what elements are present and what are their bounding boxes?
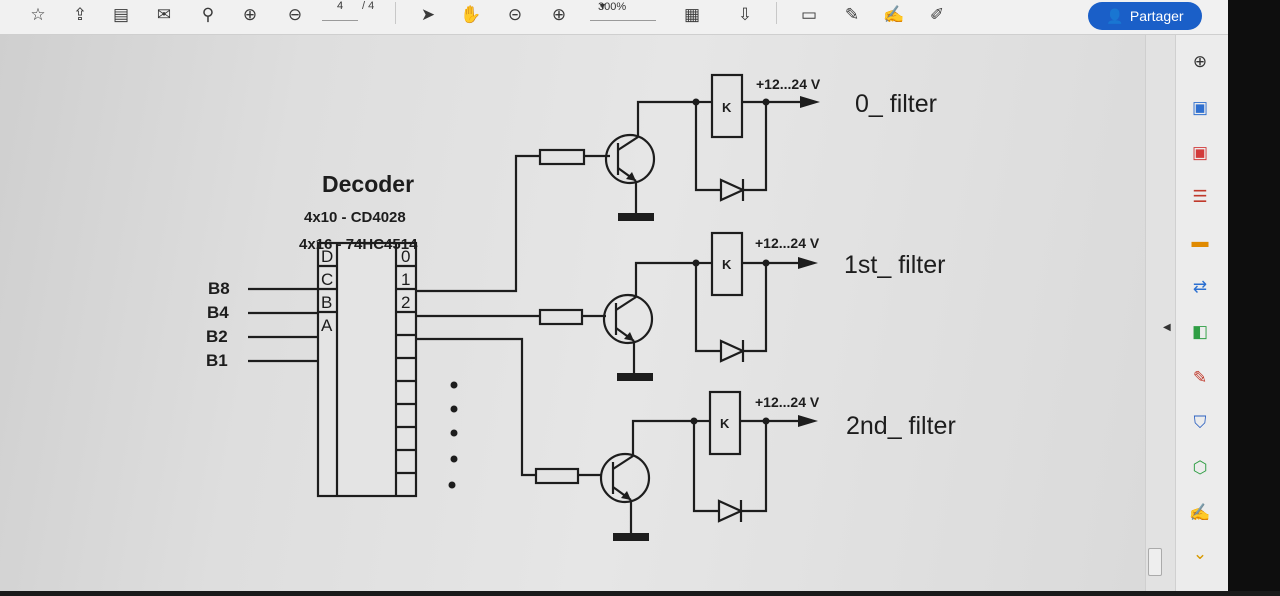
supply-label-0: +12...24 V [756,76,821,92]
supply-label-2: +12...24 V [755,394,820,410]
input-label-b4: B4 [207,303,229,322]
comment-icon[interactable]: ▭ [800,4,818,24]
pin-b: B [321,293,332,312]
optimize-icon[interactable]: ⬡ [1192,457,1208,477]
zoom-in-icon[interactable]: ⊕ [551,4,567,24]
select-cursor-icon[interactable]: ➤ [420,4,436,24]
decoder-line1: 4x10 - CD4028 [304,209,406,226]
relay-coil-1 [710,231,744,297]
transistor-0 [604,133,656,185]
diode-0 [719,178,746,202]
star-icon[interactable]: ☆ [30,4,46,24]
signature-icon[interactable]: ✍ [883,4,905,24]
filter-label-1: 1st_ filter [844,251,945,279]
relay-coil-0 [710,73,744,139]
fit-page-icon[interactable]: ▦ [683,4,701,24]
fill-sign-icon[interactable]: ✐ [929,4,945,24]
page-total: / 4 [362,0,375,12]
scrollbar-thumb[interactable] [1148,548,1162,576]
input-label-b8: B8 [208,279,230,298]
pin-c: C [321,270,333,289]
relay-label-2: K [720,416,730,431]
pin-a: A [321,316,333,335]
resistor-0 [538,148,586,166]
edit-icon[interactable]: ◧ [1191,321,1209,341]
diode-1 [719,339,746,363]
document-page: Decoder 4x10 - CD4028 4x16 - 74HC4514 B8… [0,35,1145,591]
filter-label-2: 2nd_ filter [846,412,956,440]
down-icon[interactable]: ⊖ [287,4,303,24]
print-icon[interactable]: ▤ [112,4,130,24]
relay-coil-2 [708,390,742,456]
compare-icon[interactable]: ⇄ [1192,276,1208,296]
zoom-value: 300% [598,1,627,13]
transistor-2 [599,452,651,504]
decoder-ic [316,241,418,498]
zoom-icon[interactable]: ⊕ [1192,51,1208,71]
ground-1 [617,373,653,381]
relay-label-0: K [722,100,732,115]
upload-icon[interactable]: ⇪ [72,4,88,24]
export-pdf-icon[interactable]: ▣ [1191,97,1209,117]
zoom-select[interactable]: 300% ▼ [590,0,656,21]
resistor-1 [538,308,584,326]
pin-d: D [321,247,333,266]
more-tools-icon[interactable]: ⌄ [1192,543,1208,563]
protect-icon[interactable]: ⛉ [1193,412,1207,432]
decoder-line2: 4x16 - 74HC4514 [299,236,418,253]
up-icon[interactable]: ⊕ [242,4,258,24]
resistor-2 [534,467,580,485]
input-label-b2: B2 [206,327,228,346]
ground-2 [613,533,649,541]
collapse-panel-icon[interactable]: ◀ [1163,322,1171,333]
pen-icon[interactable]: ✎ [844,4,860,24]
transistor-1 [602,293,654,345]
divider [776,2,777,24]
mail-icon[interactable]: ✉ [156,4,172,24]
page-number-input[interactable]: 4 [322,0,358,21]
relay-label-1: K [722,257,732,272]
divider [395,2,396,24]
chevron-down-icon: ▼ [598,1,607,11]
pin-1: 1 [401,270,410,289]
share-button-label: Partager [1129,8,1184,24]
sign-icon[interactable]: ✍ [1189,502,1211,522]
decoder-title: Decoder [322,171,414,197]
organize-pages-icon[interactable]: ☰ [1192,186,1208,206]
toolbar: ☆ ⇪ ▤ ✉ ⚲ ⊕ ⊖ 4 / 4 ➤ ✋ ⊝ ⊕ 300% ▼ ▦ ⇩ ▭… [0,0,1228,35]
fill-sign-icon[interactable]: ✎ [1192,367,1208,387]
comment-icon[interactable]: ▬ [1191,231,1209,251]
pin-0: 0 [401,247,410,266]
hand-icon[interactable]: ✋ [460,4,482,24]
filter-label-0: 0_ filter [855,90,937,118]
scroll-mode-icon[interactable]: ⇩ [737,4,753,24]
user-add-icon: 👤 [1106,7,1124,24]
screen-bezel [1228,0,1280,591]
search-icon[interactable]: ⚲ [201,4,215,24]
vertical-scroll-area [1145,35,1176,591]
diode-2 [717,499,744,523]
pin-2: 2 [401,293,410,312]
decoder-relay-schematic: Decoder 4x10 - CD4028 4x16 - 74HC4514 B8… [206,73,956,541]
right-tools-panel [1175,35,1229,591]
create-pdf-icon[interactable]: ▣ [1191,142,1209,162]
supply-label-1: +12...24 V [755,235,820,251]
share-button[interactable]: 👤 Partager [1088,2,1202,30]
zoom-out-icon[interactable]: ⊝ [507,4,523,24]
ground-0 [618,213,654,221]
input-label-b1: B1 [206,351,228,370]
